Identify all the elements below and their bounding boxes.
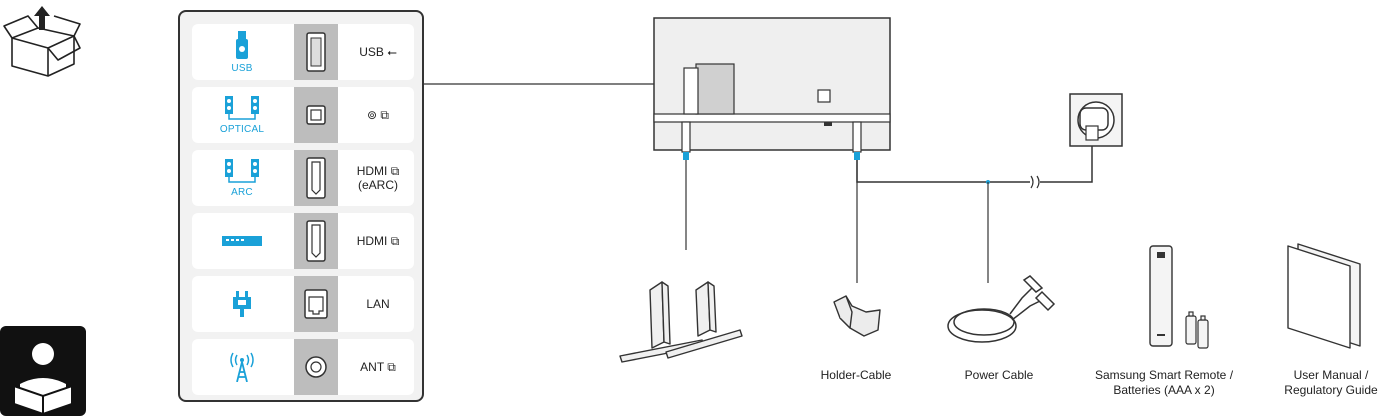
remote-label: Samsung Smart Remote / Batteries (AAA x … [1084,368,1244,398]
ant-label: ANT ⧉ [360,360,396,374]
remote-label-line2: Batteries (AAA x 2) [1113,383,1215,397]
usb-label: USB ⭠ [359,45,397,59]
antenna-port-icon [304,355,328,379]
lan-label: LAN [366,297,390,311]
manual-label: User Manual / Regulatory Guide [1276,368,1386,398]
usb-stick-icon [235,30,249,61]
speakers-icon [222,95,262,122]
usb-cell: USB [192,24,292,80]
hdmi-port-icon [306,157,326,199]
open-box-icon [2,2,82,78]
lan-port-icon [304,289,328,319]
remote-label-line1: Samsung Smart Remote / [1094,368,1234,382]
port-row-arc: ARC HDMI ⧉ (eARC) [192,150,414,206]
antenna-port [294,339,338,395]
hdmi-port-icon [306,220,326,262]
port-row-ant: ANT ⧉ [192,339,414,395]
power-cable-label: Power Cable [964,368,1034,382]
port-row-lan: LAN [192,276,414,332]
arc-caption: ARC [231,186,253,198]
user-manual-icon [1287,243,1361,349]
holder-cable-icon [833,295,881,337]
lan-port [294,276,338,332]
antenna-icon [229,352,255,382]
hdmi-port [294,213,338,269]
lan-cell [192,276,292,332]
hdmi-earc-port [294,150,338,206]
usb-port [294,24,338,80]
optical-cell: OPTICAL [192,87,292,143]
port-row-optical: OPTICAL ⊚ ⧉ [192,87,414,143]
wall-socket-icon [1069,93,1123,147]
speakers-icon [222,158,262,185]
arc-cell: ARC [192,150,292,206]
tv-back-icon [653,17,891,160]
optical-port-icon [306,105,326,125]
usb-caption: USB [231,62,253,74]
ant-cell [192,339,292,395]
power-cable-icon [947,275,1056,343]
manual-label-line2: Regulatory Guide [1284,383,1378,397]
read-manual-icon [0,326,86,416]
hdmi-label: HDMI ⧉ [356,234,400,248]
remote-icon [1149,245,1173,347]
set-top-box-icon [222,235,262,247]
holder-cable-label: Holder-Cable [820,368,892,382]
usb-port-icon [306,32,326,72]
optical-port [294,87,338,143]
optical-caption: OPTICAL [219,123,265,135]
port-row-hdmi: HDMI ⧉ [192,213,414,269]
stand-icon [619,281,743,363]
batteries-icon [1185,311,1209,349]
lan-plug-icon [233,291,251,317]
hdmi-cell [192,213,292,269]
manual-label-line1: User Manual / [1293,368,1369,382]
hdmi-earc-label: HDMI ⧉ (eARC) [356,164,400,192]
connector-panel: USB USB ⭠ OPTICAL [178,10,424,402]
optical-label: ⊚ ⧉ [367,108,389,122]
port-row-usb: USB USB ⭠ [192,24,414,80]
